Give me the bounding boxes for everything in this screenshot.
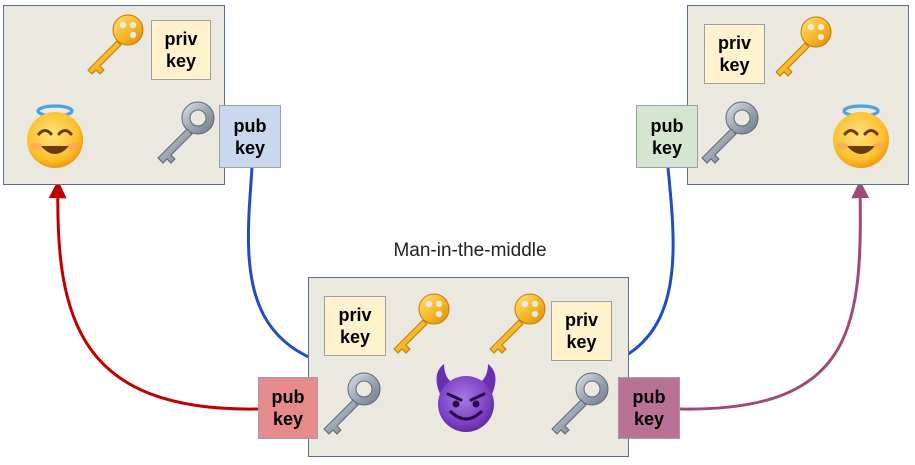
attacker-public-key-icon-left <box>323 372 381 435</box>
attacker-title: Man-in-the-middle <box>393 240 547 261</box>
attacker-private-key-icon-right <box>489 293 546 354</box>
left-public-key-icon <box>157 101 215 164</box>
attacker-private-key-icon-left <box>393 293 450 354</box>
right-angel-icon <box>831 104 891 170</box>
left-private-key-icon <box>87 14 144 75</box>
right-private-key-icon <box>775 16 832 77</box>
arrow-attacker-pubkey-to-right-angel <box>679 180 870 411</box>
attacker-public-key-icon-right <box>551 372 609 435</box>
right-public-key-icon <box>701 101 759 164</box>
attacker-devil-icon <box>434 362 498 434</box>
arrow-attacker-pubkey-to-left-angel <box>48 180 259 411</box>
left-angel-icon <box>25 104 85 170</box>
